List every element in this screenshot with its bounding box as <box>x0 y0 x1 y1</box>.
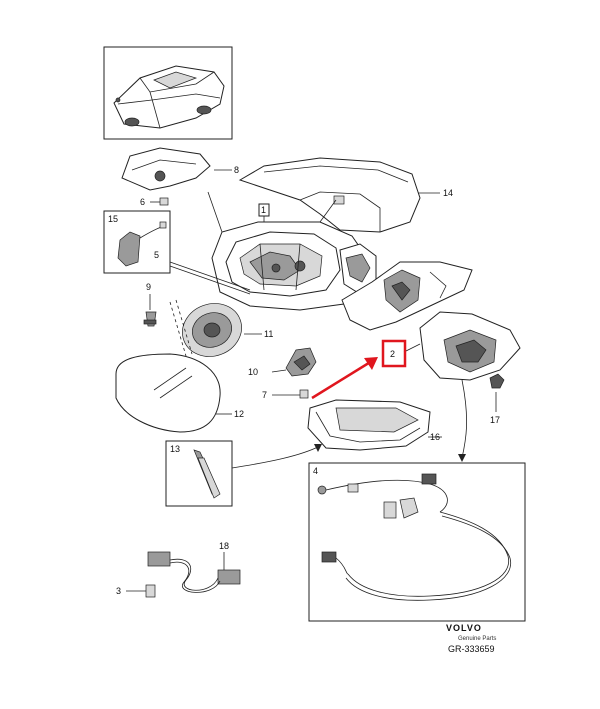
part-8-base <box>121 147 232 191</box>
callout-18: 18 <box>219 541 229 551</box>
callout-15: 15 <box>108 214 118 224</box>
part-10-holder <box>271 347 317 377</box>
callout-14: 14 <box>443 188 453 198</box>
callout-9: 9 <box>146 282 151 292</box>
part-6-clip <box>150 197 169 206</box>
callout-8: 8 <box>234 165 239 175</box>
part-1-housing <box>207 191 377 311</box>
callout-7: 7 <box>262 390 267 400</box>
footer-code: GR-333659 <box>448 644 495 654</box>
part-2-bracket <box>341 261 521 381</box>
part-4-box <box>308 462 526 622</box>
callout-1: 1 <box>261 205 266 215</box>
part-18-harness <box>147 551 241 593</box>
callout-4: 4 <box>313 466 318 476</box>
callout-6: 6 <box>140 197 145 207</box>
car-thumbnail <box>103 46 233 140</box>
part-12-glass <box>115 353 232 433</box>
footer-brand: VOLVO <box>446 623 482 633</box>
part-14-cover <box>238 157 440 233</box>
part-16-lower-cover <box>307 399 442 451</box>
callout-5: 5 <box>154 250 159 260</box>
callout-17: 17 <box>490 415 500 425</box>
footer-subtitle: Genuine Parts <box>458 636 496 642</box>
callout-2: 2 <box>390 349 395 359</box>
callout-12: 12 <box>234 409 244 419</box>
part-11-motor <box>169 299 262 357</box>
part-13-box <box>165 440 233 507</box>
highlight-box-part-2[interactable] <box>381 339 407 368</box>
callout-16: 16 <box>430 432 440 442</box>
part-15-box <box>103 210 251 295</box>
connector-arrows <box>231 379 468 469</box>
part-9-screw <box>143 294 157 327</box>
part-17-nut <box>489 373 505 412</box>
callout-3: 3 <box>116 586 121 596</box>
part-3-bulb <box>126 584 156 598</box>
callout-10: 10 <box>248 367 258 377</box>
part-7-bulb <box>272 389 309 399</box>
callout-13: 13 <box>170 444 180 454</box>
callout-11: 11 <box>264 329 273 339</box>
highlight-arrow <box>311 357 378 400</box>
